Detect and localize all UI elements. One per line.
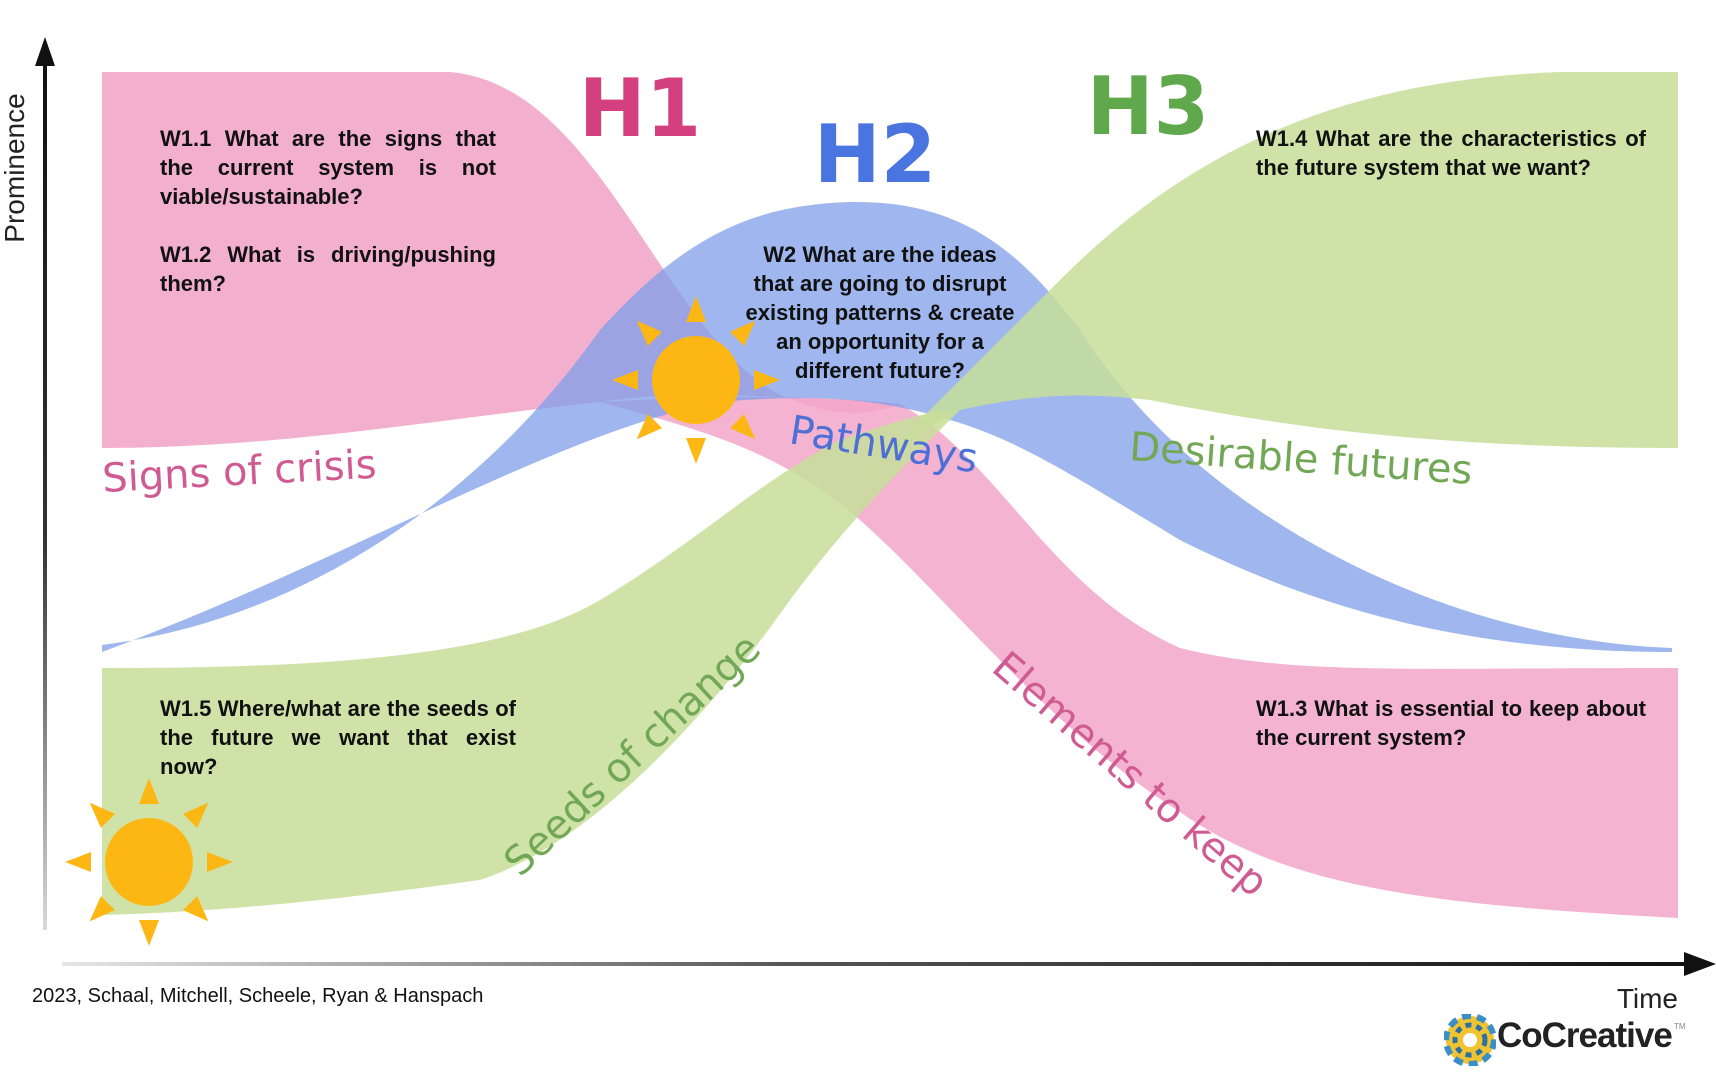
question-w1-2: W1.2 What is driving/pushing them? (160, 242, 496, 296)
horizon-label-h1: H1 (579, 62, 702, 155)
cocreative-logo-icon (1444, 1014, 1496, 1066)
x-axis-arrowhead (1684, 952, 1716, 976)
question-w2-line: different future? (795, 358, 965, 383)
question-w1-1: W1.1 What are the signs that the current… (160, 126, 496, 209)
y-axis-line (43, 62, 47, 930)
question-w2-line: an opportunity for a (776, 329, 984, 354)
band-seeds-of-change (102, 410, 960, 915)
question-w2-line: that are going to disrupt (753, 271, 1007, 296)
question-w1-3: W1.3 What is essential to keep about the… (1256, 694, 1646, 752)
band-elements-to-keep (600, 396, 1678, 918)
question-w2-line: existing patterns & create (745, 300, 1015, 325)
x-axis-label: Time (1617, 983, 1678, 1014)
question-w1-4: W1.4 What are the characteristics of the… (1256, 124, 1646, 182)
question-w1-3-text: W1.3 What is essential to keep about the… (1256, 696, 1646, 750)
question-w2-line: W2 What are the ideas (763, 242, 997, 267)
logo-trademark: TM (1674, 1022, 1686, 1031)
question-w1-4-text: W1.4 What are the characteristics of the… (1256, 126, 1646, 180)
logo-text: CoCreative (1497, 1016, 1673, 1055)
cocreative-logo[interactable]: CoCreative TM (1444, 1014, 1686, 1068)
band-desirable-futures (840, 72, 1678, 500)
y-axis-label: Prominence (0, 93, 30, 242)
horizon-label-h2: H2 (814, 108, 937, 201)
horizon-label-h3: H3 (1087, 60, 1210, 153)
question-w2: W2 What are the ideas that are going to … (715, 240, 1045, 385)
citation: 2023, Schaal, Mitchell, Scheele, Ryan & … (32, 985, 484, 1007)
y-axis-arrowhead (35, 37, 55, 66)
question-w1-1-w1-2: W1.1 What are the signs that the current… (160, 124, 496, 298)
sun-icon (65, 778, 233, 946)
band-label-signs-of-crisis: Signs of crisis (101, 442, 377, 502)
question-w1-5-text: W1.5 Where/what are the seeds of the fut… (160, 696, 516, 779)
x-axis-line (62, 962, 1687, 966)
band-pathways (102, 201, 1672, 653)
question-w1-5: W1.5 Where/what are the seeds of the fut… (160, 694, 516, 781)
